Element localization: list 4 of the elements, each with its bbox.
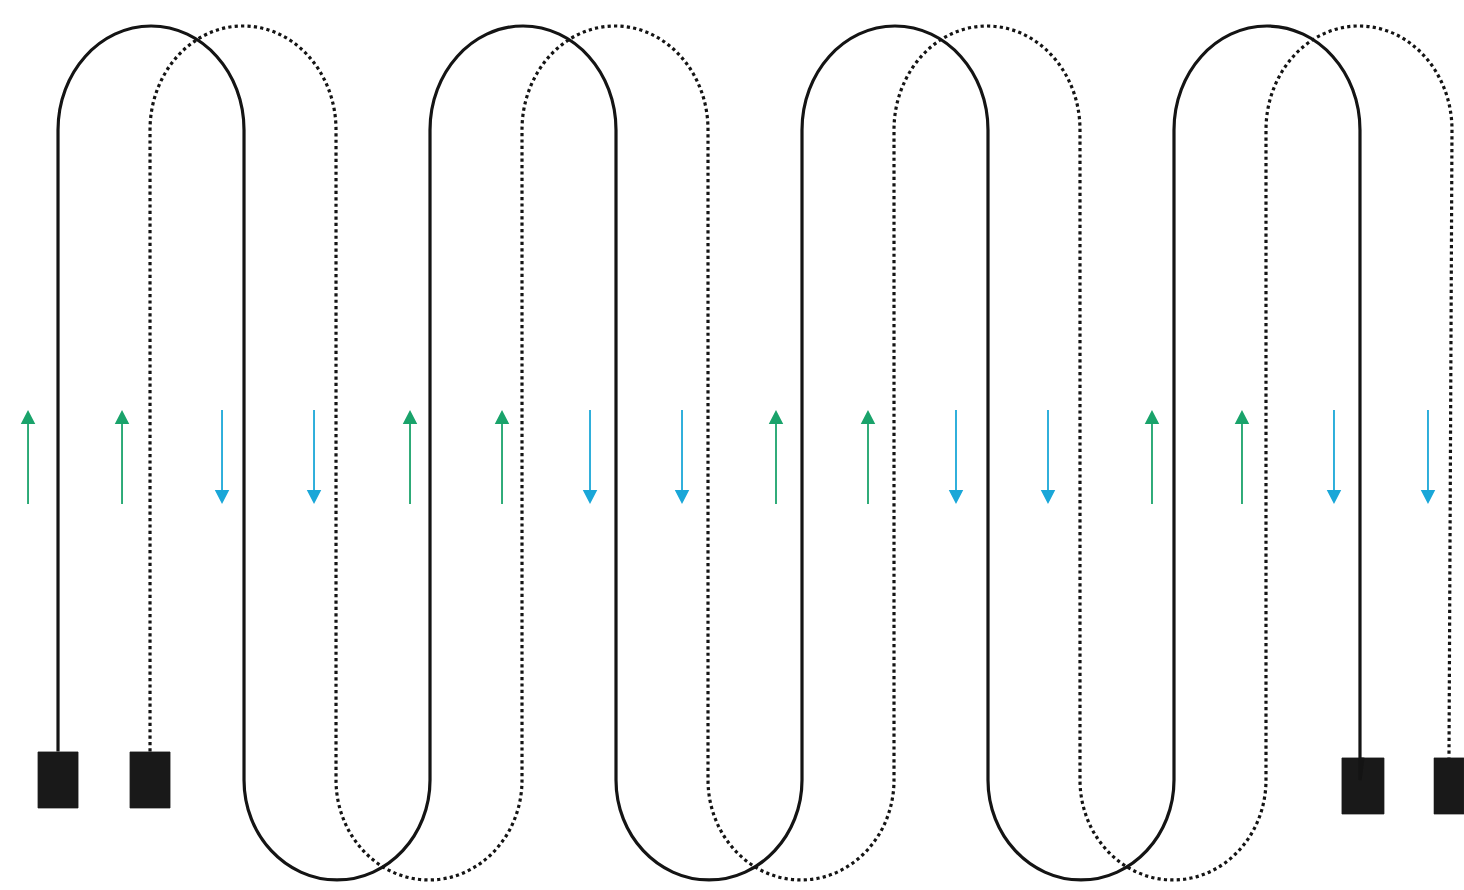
terminal-block (1433, 757, 1464, 815)
terminal-block (37, 751, 79, 809)
terminal-block (129, 751, 171, 809)
terminal-block (1341, 757, 1385, 815)
